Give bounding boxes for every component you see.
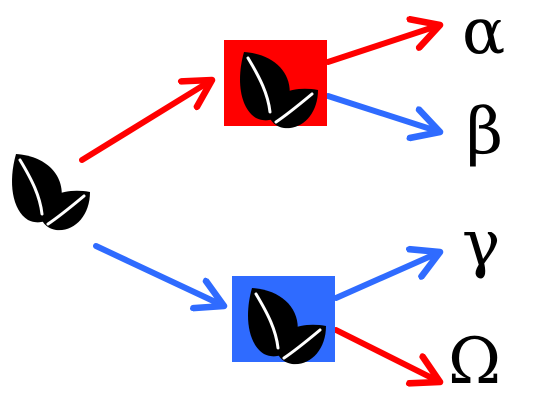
outcome-beta-label: β xyxy=(466,95,503,169)
edge-lower-to-gamma xyxy=(333,252,440,301)
edge-root-to-lower xyxy=(93,243,224,306)
root-leaf-icon xyxy=(10,152,92,232)
edge-lower-to-omega xyxy=(333,327,440,382)
edge-upper-to-alpha xyxy=(325,25,440,65)
edge-root-to-upper xyxy=(79,80,212,163)
outcome-alpha-label: α xyxy=(462,0,506,69)
outcome-omega-label: Ω xyxy=(448,325,502,399)
edge-upper-to-beta xyxy=(325,93,440,132)
outcome-gamma-label: γ xyxy=(462,207,501,281)
